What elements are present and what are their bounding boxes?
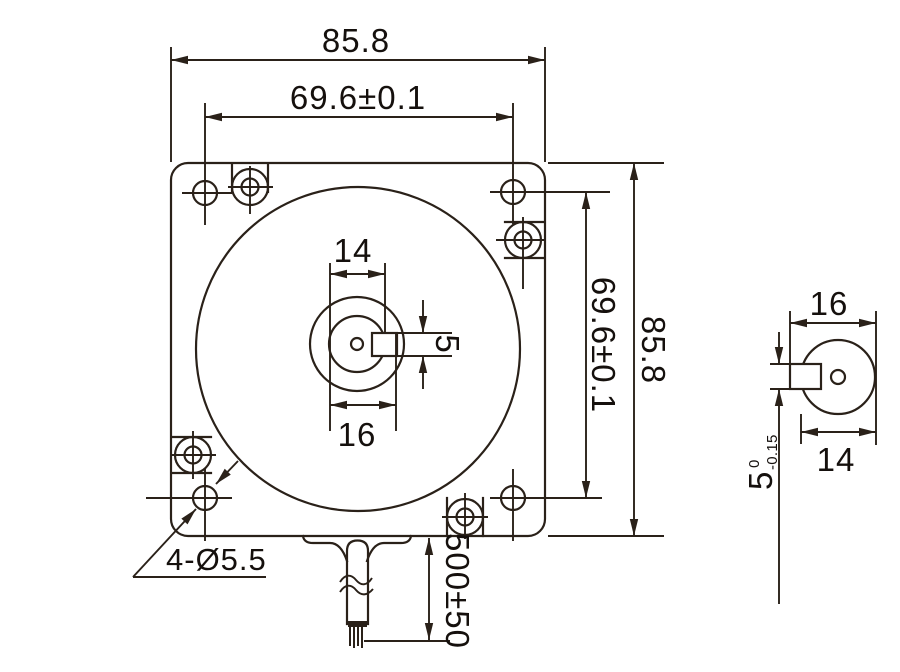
- lug-hole-bottom-left: [170, 431, 216, 479]
- dim-key-width-label: 5: [429, 334, 466, 353]
- leader-line: [132, 508, 197, 578]
- break-line: [339, 584, 374, 596]
- dim-overall-height-label: 85.8: [635, 316, 672, 384]
- dim-key-width: 5: [397, 300, 466, 389]
- key-boss-side: [788, 362, 823, 391]
- dim-overall-height: 85.8: [548, 162, 672, 537]
- dim-key-tolerance: 5 0 -0.15: [742, 332, 802, 604]
- dim-key-tolerance-label: 5 0 -0.15: [742, 434, 781, 490]
- lug-hole-bottom-right: [442, 493, 488, 539]
- dim-cable-length: 500±50: [364, 533, 476, 649]
- shaft-section: [308, 295, 406, 393]
- pilot-circle: [308, 295, 406, 393]
- mounting-hole-bottom-left: [146, 469, 232, 541]
- motor-body-circle: [194, 185, 522, 513]
- flange-plate-outline: [169, 161, 547, 538]
- key-upper-tolerance: 0: [746, 459, 763, 468]
- strain-relief-left: [301, 534, 349, 563]
- cable-end: [348, 621, 367, 627]
- dim-hole-spacing-horizontal: 69.6±0.1: [205, 79, 513, 122]
- mount-holes-callout-label: 4-Ø5.5: [166, 542, 267, 577]
- dim-hole-spacing-vertical: 69.6±0.1: [581, 192, 622, 498]
- lead-wires: [349, 627, 363, 648]
- break-line: [339, 574, 373, 586]
- cable-assembly: [301, 534, 413, 648]
- front-view: 85.8 69.6±0.1 69.6±0.1 85.8 14: [132, 22, 672, 649]
- dim-pilot-16-label: 16: [338, 416, 377, 453]
- key-lower-tolerance: -0.15: [764, 434, 781, 470]
- shaft-center-hole: [349, 336, 365, 352]
- pointer-arrow: [215, 460, 239, 485]
- dim-pilot-14-label: 14: [334, 232, 373, 269]
- dim-hole-spacing-v-label: 69.6±0.1: [585, 277, 622, 413]
- key-nominal-value: 5: [742, 471, 779, 490]
- dim-shaft-diameter: 14: [800, 414, 876, 478]
- dim-pilot-14: 14: [329, 232, 386, 431]
- dim-overall-width: 85.8: [170, 22, 546, 162]
- lug-hole-top-right: [496, 217, 546, 289]
- dim-cable-length-label: 500±50: [439, 533, 476, 649]
- shaft-end-hole: [829, 368, 847, 386]
- key-boss: [370, 331, 399, 358]
- dim-overall-width-label: 85.8: [322, 22, 390, 59]
- side-view: 16 14 5 0 -0.15: [742, 285, 877, 604]
- lug-hole-top-left: [228, 162, 273, 214]
- dim-pilot-16: 16: [330, 334, 397, 453]
- mounting-hole-bottom-right: [490, 469, 602, 541]
- cable-outline: [345, 539, 370, 626]
- strain-relief-right: [365, 534, 413, 563]
- dim-shaft-total-width-label: 16: [810, 285, 849, 322]
- dim-shaft-total-width: 16: [789, 285, 877, 445]
- mount-holes-callout: 4-Ø5.5: [132, 460, 267, 578]
- dim-shaft-diameter-label: 14: [817, 441, 856, 478]
- mounting-hole-top-left: [182, 103, 232, 225]
- dim-hole-spacing-h-label: 69.6±0.1: [290, 79, 426, 116]
